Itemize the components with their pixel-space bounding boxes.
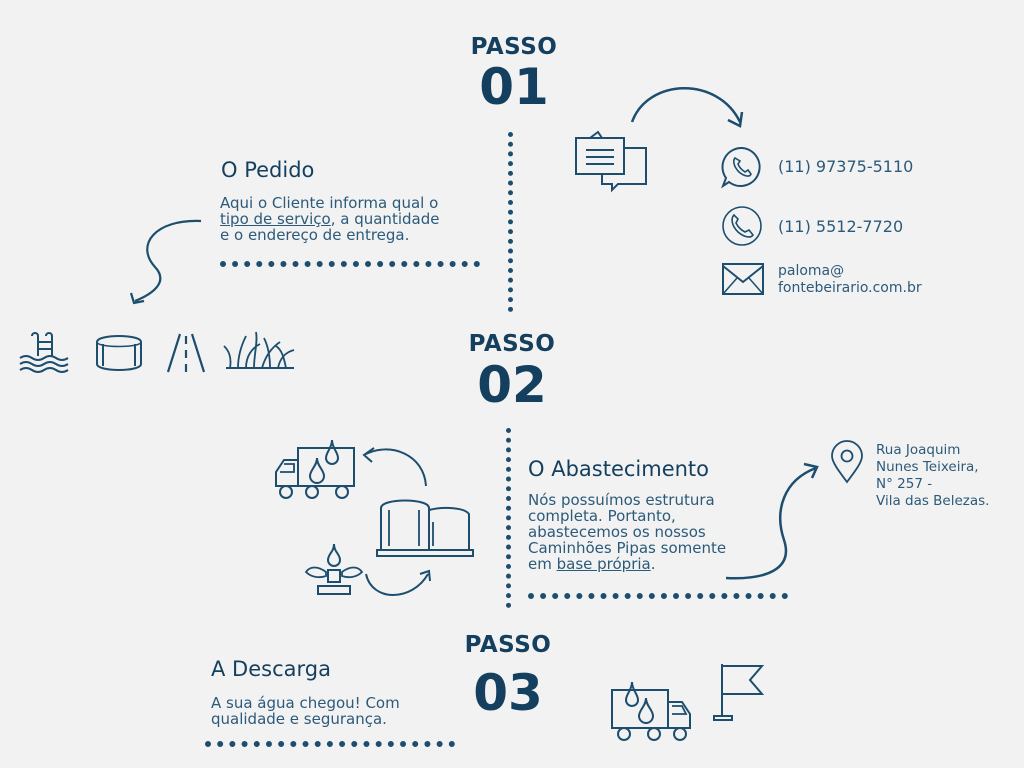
curved-arrow-to-tank-icon xyxy=(365,569,431,596)
vertical-divider-2 xyxy=(506,428,511,608)
pedido-title: O Pedido xyxy=(221,158,315,182)
grass-icon xyxy=(223,331,295,369)
step-1-label: PASSO xyxy=(470,34,558,60)
step-2-label: PASSO xyxy=(468,331,556,357)
envelope-icon xyxy=(722,263,764,295)
pedido-line-2: tipo de serviço, a quantidade xyxy=(220,211,500,227)
email-line-2: fontebeirario.com.br xyxy=(778,280,922,296)
curved-arrow-contacts-icon xyxy=(630,87,744,128)
chat-bubbles-icon xyxy=(575,130,647,193)
email-address[interactable]: paloma@ fontebeirario.com.br xyxy=(778,263,922,297)
storage-tank-icon xyxy=(376,499,474,557)
address-line-3: N° 257 - xyxy=(876,476,933,492)
pedido-line-1: Aqui o Cliente informa qual o xyxy=(220,194,439,212)
step-3-number: 03 xyxy=(473,664,543,722)
water-tank-icon xyxy=(96,335,142,371)
abastecimento-line-4: Caminhões Pipas somente xyxy=(528,539,727,557)
abastecimento-line-5: em base própria. xyxy=(528,556,788,572)
address-line-1: Rua Joaquim xyxy=(876,442,961,458)
whatsapp-icon xyxy=(720,146,761,189)
road-icon xyxy=(166,333,206,373)
descarga-text: A sua água chegou! Com qualidade e segur… xyxy=(211,695,461,727)
abastecimento-suffix: . xyxy=(650,555,656,573)
curved-arrow-pedido-icon xyxy=(129,219,202,305)
step-1-number: 01 xyxy=(479,58,549,116)
flag-icon xyxy=(713,664,765,721)
sprinkler-icon xyxy=(304,543,364,595)
phone-number[interactable]: (11) 5512-7720 xyxy=(778,217,904,236)
pedido-link-servico[interactable]: tipo de serviço xyxy=(220,210,331,228)
address-line-2: Nunes Teixeira, xyxy=(876,459,979,475)
pedido-text: Aqui o Cliente informa qual o tipo de se… xyxy=(220,195,500,243)
step-2-number: 02 xyxy=(477,356,547,414)
abastecimento-link-base[interactable]: base própria xyxy=(556,555,651,573)
whatsapp-number[interactable]: (11) 97375-5110 xyxy=(778,157,914,176)
pool-icon xyxy=(19,332,69,373)
descarga-title: A Descarga xyxy=(211,657,331,681)
descarga-line-1: A sua água chegou! Com xyxy=(211,694,400,712)
address-block: Rua Joaquim Nunes Teixeira, N° 257 - Vil… xyxy=(876,442,989,510)
descarga-line-2: qualidade e segurança. xyxy=(211,710,387,728)
phone-icon xyxy=(722,206,762,246)
location-pin-icon xyxy=(831,440,863,484)
pedido-underline xyxy=(220,261,480,267)
abastecimento-line-2: completa. Portanto, xyxy=(528,507,676,525)
address-line-4: Vila das Belezas. xyxy=(876,493,990,509)
abastecimento-title: O Abastecimento xyxy=(528,457,710,481)
abastecimento-line-3: abastecemos os nossos xyxy=(528,523,706,541)
pedido-line-3: e o endereço de entrega. xyxy=(220,226,410,244)
abastecimento-text: Nós possuímos estrutura completa. Portan… xyxy=(528,492,788,572)
abastecimento-underline xyxy=(528,593,788,599)
descarga-underline xyxy=(205,741,455,747)
water-truck-icon xyxy=(275,439,355,499)
curved-arrow-address-icon xyxy=(725,462,819,580)
curved-arrow-to-truck-icon xyxy=(362,447,427,487)
abastecimento-prefix: em xyxy=(528,555,557,573)
vertical-divider-1 xyxy=(508,132,513,312)
abastecimento-line-1: Nós possuímos estrutura xyxy=(528,491,715,509)
pedido-line-2-rest: , a quantidade xyxy=(330,210,440,228)
email-line-1: paloma@ xyxy=(778,263,845,279)
delivery-truck-icon xyxy=(611,681,691,741)
step-3-label: PASSO xyxy=(464,632,552,658)
